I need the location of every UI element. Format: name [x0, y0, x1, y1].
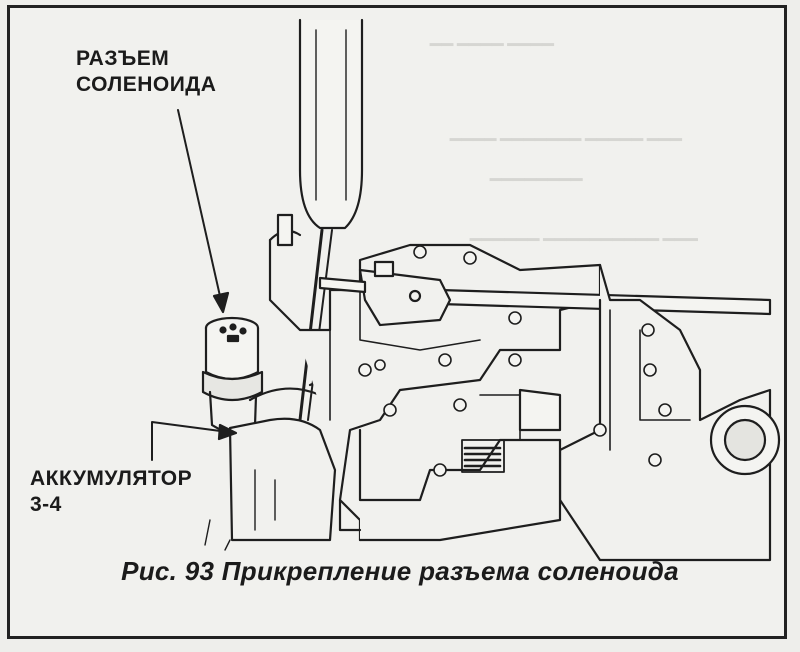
- accumulator-housing: [228, 417, 337, 542]
- bleed-through-text: ▁▁ ▁▁▁▁ ▁▁▁▁: [430, 29, 554, 46]
- solenoid-connector: [201, 316, 264, 434]
- solenoid-connector-label: РАЗЪЕМ СОЛЕНОИДА: [76, 46, 216, 98]
- accumulator-label-line-2: 3-4: [30, 493, 62, 516]
- bleed-through-text: ▁▁▁▁▁▁▁▁: [490, 164, 583, 181]
- bleed-through-text: ▁▁▁▁▁▁ ▁▁▁▁▁▁▁▁▁▁ ▁▁▁: [470, 224, 698, 241]
- screwdriver-handle: [298, 18, 364, 230]
- bolts: [358, 245, 672, 477]
- bleed-through-text: ▁▁▁▁ ▁▁▁▁▁▁▁ ▁▁▁▁▁ ▁▁▁: [450, 124, 682, 141]
- solenoid-connector-label-line-2: СОЛЕНОИДА: [76, 73, 217, 96]
- leader-line-connector: [177, 109, 223, 306]
- accumulator-label-line-1: АККУМУЛЯТОР: [30, 467, 193, 490]
- figure-caption: Рис. 93 Прикрепление разъема соленоида: [121, 556, 679, 586]
- spring: [463, 446, 502, 468]
- solenoid-connector-label-line-1: РАЗЪЕМ: [76, 47, 170, 70]
- screwdriver-shaft: [298, 228, 324, 422]
- accumulator-label: АККУМУЛЯТОР 3-4: [30, 466, 192, 518]
- lower-valve-plate: [358, 428, 562, 542]
- leader-line-accumulator: [151, 421, 229, 461]
